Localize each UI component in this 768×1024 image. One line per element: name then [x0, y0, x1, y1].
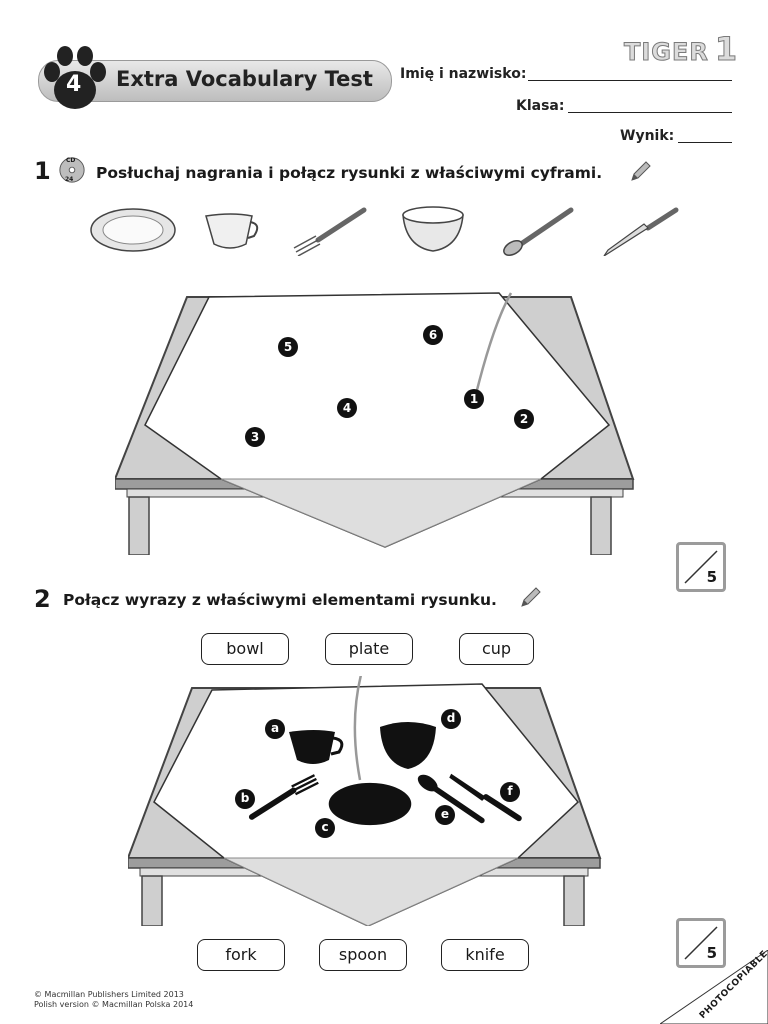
task1-instruction: Posłuchaj nagrania i połącz rysunki z wł…	[96, 164, 603, 182]
fork-silhouette	[248, 774, 319, 820]
word-cup[interactable]: cup	[459, 633, 534, 665]
cd-icon	[59, 157, 85, 183]
pencil-icon	[521, 587, 541, 607]
letter-d: d	[441, 709, 461, 729]
photocopiable-corner: PHOTOCOPIABLE	[660, 950, 768, 1024]
fork-icon	[293, 207, 367, 256]
pencil-icon	[631, 161, 651, 181]
marker-1: 1	[464, 389, 484, 409]
marker-3: 3	[245, 427, 265, 447]
paw-icon	[44, 46, 106, 109]
bowl-icon	[402, 206, 464, 252]
logo-text: TIGER	[624, 38, 709, 67]
cup-icon	[205, 213, 259, 249]
marker-5: 5	[278, 337, 298, 357]
knife-icon	[603, 207, 679, 256]
bowl-silhouette	[380, 722, 436, 769]
name-field[interactable]	[528, 80, 732, 81]
word-bowl[interactable]: bowl	[201, 633, 289, 665]
score-slash-icon	[684, 926, 718, 960]
word-plate[interactable]: plate	[325, 633, 413, 665]
word-knife[interactable]: knife	[441, 939, 529, 971]
cup-silhouette	[289, 730, 344, 764]
marker-4: 4	[337, 398, 357, 418]
class-field[interactable]	[568, 112, 732, 113]
letter-b: b	[235, 789, 255, 809]
copyright-line-1: © Macmillan Publishers Limited 2013	[34, 990, 184, 999]
task1-score-box[interactable]: 5	[676, 542, 726, 592]
word-fork[interactable]: fork	[197, 939, 285, 971]
task2-score-max: 5	[706, 944, 717, 962]
corner-triangle	[660, 950, 768, 1024]
logo-level: 1	[714, 30, 739, 69]
spoon-icon	[503, 207, 574, 256]
word-spoon[interactable]: spoon	[319, 939, 407, 971]
cd-label: CD	[66, 157, 76, 164]
marker-2: 2	[514, 409, 534, 429]
letter-a: a	[265, 719, 285, 739]
task2-instruction: Połącz wyrazy z właściwymi elementami ry…	[63, 591, 497, 609]
plate-icon	[90, 208, 176, 252]
letter-c: c	[315, 818, 335, 838]
class-label: Klasa:	[516, 98, 565, 114]
spoon-silhouette	[417, 774, 485, 824]
copyright-line-2: Polish version © Macmillan Polska 2014	[34, 1000, 194, 1009]
letter-f: f	[500, 782, 520, 802]
task1-number: 1	[34, 157, 51, 185]
score-label: Wynik:	[620, 128, 675, 144]
plate-silhouette	[328, 782, 412, 826]
letter-e: e	[435, 805, 455, 825]
page-title: Extra Vocabulary Test	[116, 67, 373, 91]
task1-score-max: 5	[706, 568, 717, 586]
unit-number: 4	[66, 72, 82, 97]
table-illustration-1	[115, 292, 635, 555]
task2-score-box[interactable]: 5	[676, 918, 726, 968]
name-label: Imię i nazwisko:	[400, 66, 527, 82]
score-field[interactable]	[678, 142, 732, 143]
knife-silhouette	[449, 773, 522, 822]
task2-number: 2	[34, 585, 51, 613]
score-slash-icon	[684, 550, 718, 584]
marker-6: 6	[423, 325, 443, 345]
cd-track: 24	[65, 176, 74, 183]
